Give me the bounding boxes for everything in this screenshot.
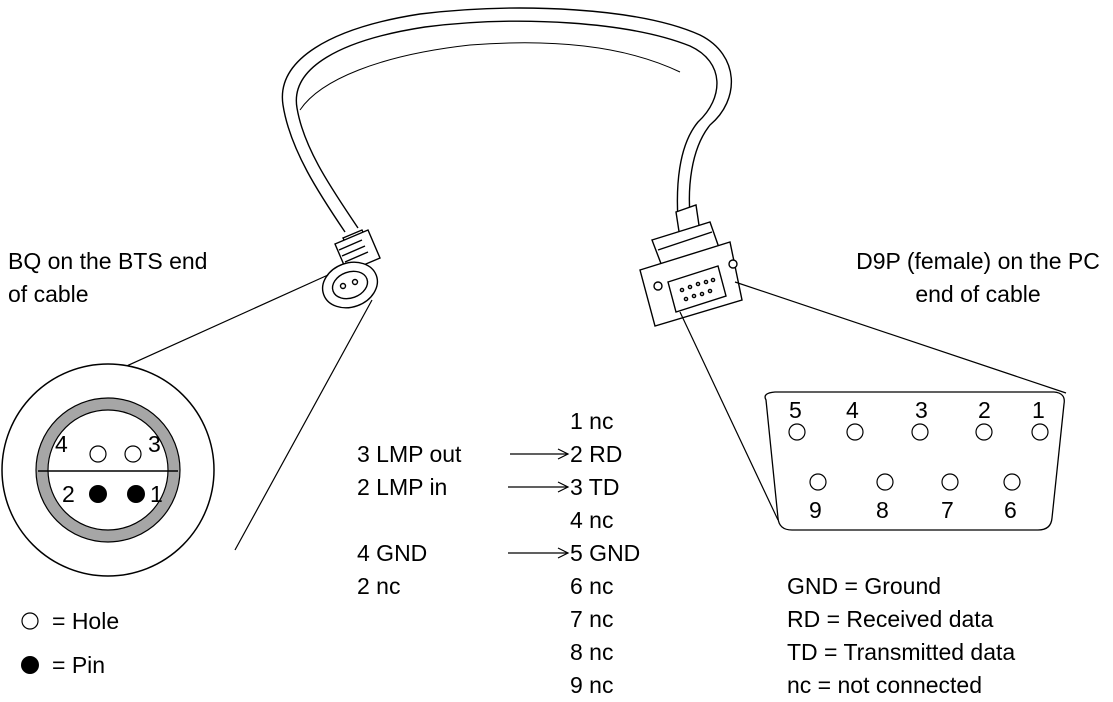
d9-hole bbox=[975, 423, 993, 441]
bq-pin-1 bbox=[127, 485, 145, 503]
d9-top-number: 4 bbox=[846, 397, 859, 423]
d9-top-number: 5 bbox=[789, 397, 802, 423]
bq-pin-number-1: 1 bbox=[150, 481, 163, 507]
bq-pin-2 bbox=[89, 485, 107, 503]
d9-hole bbox=[809, 473, 827, 491]
bq-pin-number-2: 2 bbox=[62, 481, 75, 507]
wiring-left-item: 2 LMP in bbox=[357, 474, 448, 500]
wiring-right-item: 6 nc bbox=[570, 573, 614, 599]
pin-symbol bbox=[21, 656, 39, 674]
bq-hole-3 bbox=[124, 445, 142, 463]
wiring-left-item: 4 GND bbox=[357, 540, 428, 566]
bq-label-line1: BQ on the BTS end bbox=[8, 248, 208, 274]
zoom-lines bbox=[99, 274, 1067, 551]
d9-bottom-number: 8 bbox=[876, 497, 889, 523]
bq-connector-face bbox=[1, 363, 215, 577]
d9-hole bbox=[846, 423, 864, 441]
d9-bottom-number: 7 bbox=[941, 497, 954, 523]
cable bbox=[281, 7, 732, 233]
abbreviation-entry: RD = Received data bbox=[787, 606, 994, 632]
arrow-lmp-in-to-td bbox=[508, 481, 570, 493]
wiring-left-item: 2 nc bbox=[357, 573, 401, 599]
d9p-label-line2: end of cable bbox=[915, 281, 1041, 307]
d9-connector-drawing bbox=[639, 204, 743, 327]
bq-label-line2: of cable bbox=[8, 281, 89, 307]
arrow-gnd-to-gnd bbox=[508, 547, 570, 559]
d9-hole bbox=[1003, 473, 1021, 491]
d9-top-number: 3 bbox=[915, 397, 928, 423]
wiring-right-item: 8 nc bbox=[570, 639, 614, 665]
d9-hole bbox=[1031, 423, 1049, 441]
abbreviation-entry: TD = Transmitted data bbox=[787, 639, 1016, 665]
d9-bottom-number: 9 bbox=[809, 497, 822, 523]
abbreviation-entry: nc = not connected bbox=[787, 672, 983, 698]
bq-pin-number-4: 4 bbox=[55, 431, 68, 457]
legend-pin-label: = Pin bbox=[52, 652, 106, 678]
d9-top-number: 2 bbox=[978, 397, 991, 423]
wiring-right-item: 7 nc bbox=[570, 606, 614, 632]
wiring-arrows bbox=[508, 448, 570, 559]
d9-holes bbox=[788, 423, 1049, 491]
d9-hole bbox=[941, 473, 959, 491]
wiring-right-item: 1 nc bbox=[570, 408, 614, 434]
d9-hole bbox=[911, 423, 929, 441]
wiring-left-item: 3 LMP out bbox=[357, 441, 462, 467]
bq-pin-number-3: 3 bbox=[148, 431, 161, 457]
wiring-right-item: 2 RD bbox=[570, 441, 623, 467]
arrow-lmp-out-to-rd bbox=[510, 448, 570, 460]
wiring-right-item: 3 TD bbox=[570, 474, 620, 500]
hole-symbol bbox=[21, 612, 39, 630]
abbreviation-entry: GND = Ground bbox=[787, 573, 942, 599]
legend-hole-label: = Hole bbox=[52, 608, 120, 634]
d9-top-number: 1 bbox=[1032, 397, 1045, 423]
d9p-label-line1: D9P (female) on the PC bbox=[856, 248, 1100, 274]
wiring-right-item: 4 nc bbox=[570, 507, 614, 533]
d9-hole bbox=[788, 423, 806, 441]
bq-connector-drawing bbox=[321, 229, 381, 309]
bq-hole-4 bbox=[89, 445, 107, 463]
d9-bottom-number: 6 bbox=[1004, 497, 1017, 523]
d9-hole bbox=[876, 473, 894, 491]
wiring-right-item: 9 nc bbox=[570, 672, 614, 698]
wiring-right-item: 5 GND bbox=[570, 540, 641, 566]
